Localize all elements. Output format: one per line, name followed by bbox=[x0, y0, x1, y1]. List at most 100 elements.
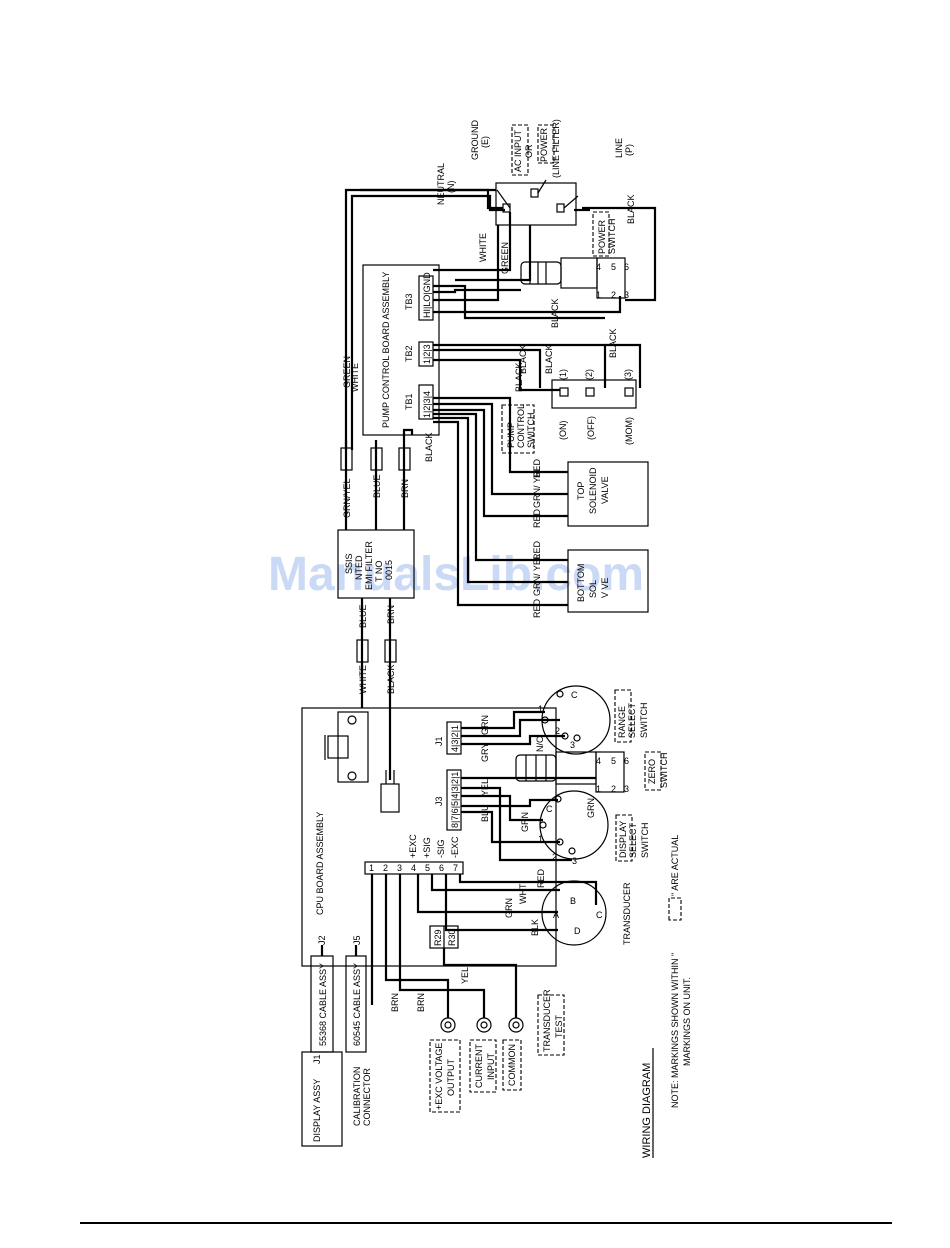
tt-l2: TEST bbox=[554, 1014, 564, 1038]
range-marking bbox=[614, 689, 632, 743]
lbl-black-1: BLACK bbox=[424, 432, 434, 462]
display-label2: SELECT bbox=[628, 822, 638, 858]
exc-connector bbox=[364, 861, 464, 875]
transducer-test-marking bbox=[537, 994, 565, 1056]
display-pin-c: C bbox=[546, 804, 553, 814]
power-pin-2: 2 bbox=[611, 290, 616, 300]
lbl-black-3: BLACK bbox=[550, 298, 560, 328]
cpu-board-title: CPU BOARD ASSEMBLY bbox=[315, 812, 325, 915]
lbl-blue-2: BLUE bbox=[358, 604, 368, 628]
lbl-black-8: BLACK bbox=[608, 328, 618, 358]
transducer-pin-a: A bbox=[553, 910, 559, 920]
power-marking bbox=[537, 124, 555, 164]
neutral-label: NEUTRAL bbox=[436, 163, 446, 205]
transducer-pin-b: B bbox=[570, 896, 576, 906]
display-label3: SWITCH bbox=[640, 823, 650, 859]
common-label: COMMON bbox=[507, 1044, 517, 1086]
lbl-black-5: BLACK bbox=[518, 344, 528, 374]
zero-pin-4: 4 bbox=[596, 756, 601, 766]
lbl-green-1: GREEN bbox=[342, 356, 352, 388]
pin-3: 3 bbox=[397, 863, 402, 873]
pos-1: (1) bbox=[558, 369, 568, 380]
lbl-red-4: RED bbox=[532, 598, 542, 618]
tt-l1: TRANSDUCER bbox=[542, 989, 552, 1052]
line-filter-label: (LINE FILTER) bbox=[551, 119, 561, 178]
lbl-white-3: WHITE bbox=[478, 233, 488, 262]
exc-voltage-marking bbox=[429, 1039, 461, 1113]
range-nc: N/C bbox=[535, 736, 545, 752]
lbl-grn-3: GRN bbox=[586, 798, 596, 818]
tb2-block bbox=[418, 341, 434, 367]
lbl-yel-1: YEL bbox=[480, 779, 490, 796]
display-assy-label: DISPLAY ASSY bbox=[312, 1079, 322, 1142]
zero-pin-2: 2 bbox=[611, 784, 616, 794]
power-pin-5: 5 bbox=[611, 262, 616, 272]
calibration-l1: CALIBRATION bbox=[352, 1067, 362, 1126]
exc-minus: -EXC bbox=[450, 836, 460, 858]
note-line1a: NOTE: MARKINGS SHOWN WITHIN " bbox=[670, 953, 680, 1108]
pump-switch-marking bbox=[501, 404, 535, 454]
lbl-blk: BLK bbox=[530, 919, 540, 936]
cable-60545-label: 60545 CABLE ASSY bbox=[352, 963, 362, 1046]
lbl-grnyel-3: GRN/ YEL bbox=[532, 554, 542, 596]
range-label2: SELECT bbox=[627, 702, 637, 738]
bottom-valve-label3: V VE bbox=[600, 577, 610, 598]
power-label: POWER bbox=[539, 127, 549, 162]
transducer-pin-c: C bbox=[596, 910, 603, 920]
tb3-label: TB3 bbox=[404, 293, 414, 310]
j3-pins: 8|7|6|5|4|3|2|1 bbox=[450, 772, 460, 828]
or-label: OR bbox=[524, 144, 534, 158]
top-valve-label1: TOP bbox=[576, 482, 586, 500]
current-l1: CURRENT bbox=[474, 1043, 484, 1088]
emi-l1: SSIS bbox=[344, 553, 354, 574]
range-pin-3: 3 bbox=[570, 740, 575, 750]
display-pin-2: 2 bbox=[552, 852, 557, 862]
lbl-yel-2: YEL bbox=[460, 967, 470, 984]
note-line1b: " ARE ACTUAL bbox=[670, 835, 680, 896]
lbl-brn-3: BRN bbox=[390, 993, 400, 1012]
j1-connector bbox=[446, 721, 462, 755]
lbl-red-2: RED bbox=[532, 508, 542, 528]
display-pin-3: 3 bbox=[572, 856, 577, 866]
bottom-valve-label1: BOTTOM bbox=[576, 564, 586, 602]
lbl-black-7: BLACK bbox=[544, 344, 554, 374]
lbl-grnyel: GRN/YEL bbox=[342, 478, 352, 518]
range-pin-2: 2 bbox=[555, 726, 560, 736]
emi-l3: EMI FILTER bbox=[364, 541, 374, 590]
r29-label: R29 bbox=[433, 929, 443, 946]
j1-label: J1 bbox=[434, 736, 444, 746]
lbl-blu: BLU bbox=[480, 804, 490, 822]
lbl-blue-1: BLUE bbox=[372, 474, 382, 498]
zero-switch: 4 5 6 1 2 3 ZERO SWITCH bbox=[515, 751, 669, 794]
lbl-brn-2: BRN bbox=[386, 605, 396, 624]
tb1-label: TB1 bbox=[404, 393, 414, 410]
sig-minus: -SIG bbox=[436, 839, 446, 858]
ground-symbol: (E) bbox=[480, 136, 490, 148]
range-label1: RANGE bbox=[617, 706, 627, 738]
tb3-pins: HI|LO|GND bbox=[422, 272, 432, 318]
top-solenoid-valve: TOP SOLENOID VALVE bbox=[567, 461, 649, 527]
line-label: LINE bbox=[614, 138, 624, 158]
r30-label: R30 bbox=[447, 929, 457, 946]
title-text: WIRING DIAGRAM bbox=[641, 1063, 653, 1158]
power-pin-3: 3 bbox=[624, 290, 629, 300]
lbl-grn-1: GRN bbox=[480, 715, 490, 735]
line-symbol: (P) bbox=[624, 144, 634, 156]
ac-input-label: AC INPUT bbox=[513, 129, 523, 172]
j3-label: J3 bbox=[434, 796, 444, 806]
lbl-brn-1: BRN bbox=[400, 479, 410, 498]
lbl-black-6: BLACK bbox=[514, 362, 524, 392]
range-pin-c: C bbox=[571, 690, 578, 700]
tb2-pins: 1|2|3 bbox=[422, 344, 432, 364]
lbl-grnyel-2: GRN/ YEL bbox=[532, 466, 542, 508]
tb1-block bbox=[418, 384, 434, 420]
j2-label: J2 bbox=[317, 935, 327, 945]
lbl-black-4: BLACK bbox=[626, 194, 636, 224]
calibration-l2: CONNECTOR bbox=[362, 1068, 372, 1126]
lbl-red-3: RED bbox=[532, 540, 542, 560]
lbl-red-1: RED bbox=[532, 458, 542, 478]
tb1-pins: 1|2|3|4 bbox=[422, 391, 432, 418]
pin-5: 5 bbox=[425, 863, 430, 873]
pos-3: (3) bbox=[623, 369, 633, 380]
